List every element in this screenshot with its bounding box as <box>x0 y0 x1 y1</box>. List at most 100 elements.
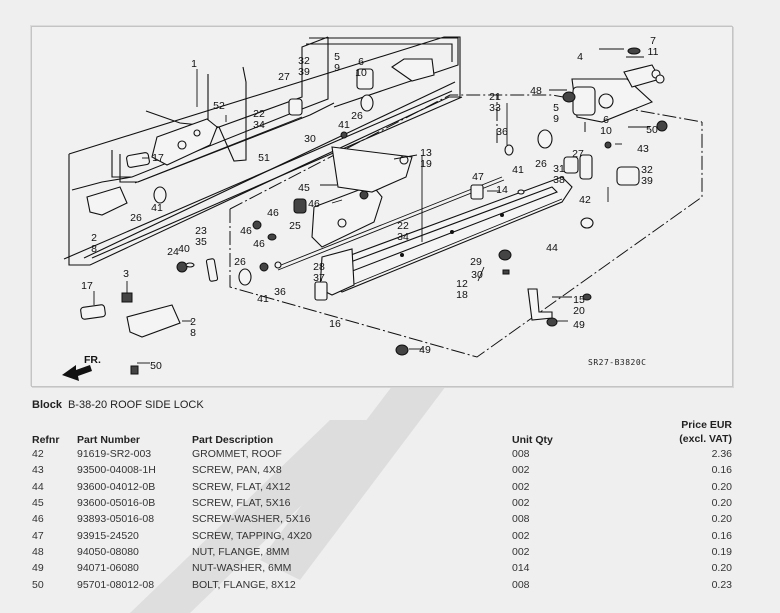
callout-line: 32 <box>641 164 653 176</box>
callout-26-d[interactable]: 26 <box>234 256 246 268</box>
callout-line: 41 <box>338 119 350 131</box>
callout-30-a[interactable]: 30 <box>304 133 316 145</box>
callout-50-b[interactable]: 50 <box>150 360 162 372</box>
callout-line: 39 <box>641 175 653 187</box>
callout-52[interactable]: 52 <box>213 100 225 112</box>
callout-41-b[interactable]: 41 <box>338 119 350 131</box>
callout-3[interactable]: 3 <box>123 268 129 280</box>
callout-line: 37 <box>313 272 325 284</box>
callout-line: 34 <box>397 231 409 243</box>
callout-4[interactable]: 4 <box>577 51 583 63</box>
callout-25[interactable]: 25 <box>289 220 301 232</box>
diagram-code: SR27-B3820C <box>588 358 646 367</box>
callout-36-b[interactable]: 36 <box>274 286 286 298</box>
callout-30-b[interactable]: 30 <box>471 269 483 281</box>
callout-line: 50 <box>646 124 658 136</box>
callout-line: 26 <box>130 212 142 224</box>
callout-50-a[interactable]: 50 <box>646 124 658 136</box>
callout-26-b[interactable]: 26 <box>351 110 363 122</box>
callout-44[interactable]: 44 <box>546 242 558 254</box>
callout-line: 29 <box>470 256 482 268</box>
callout-29[interactable]: 29 <box>470 256 482 268</box>
callout-line: 22 <box>253 108 265 120</box>
callout-14[interactable]: 14 <box>496 184 508 196</box>
cell-price: 0.19 <box>711 545 732 558</box>
callout-line: 36 <box>496 126 508 138</box>
callout-49-a[interactable]: 49 <box>573 319 585 331</box>
callout-line: 5 <box>553 102 559 114</box>
callout-line: 4 <box>577 51 583 63</box>
callout-40[interactable]: 40 <box>178 243 190 255</box>
callout-41-c[interactable]: 41 <box>512 164 524 176</box>
callout-41-a[interactable]: 41 <box>151 202 163 214</box>
callout-line: 27 <box>572 148 584 160</box>
cell-description: SCREW, PAN, 4X8 <box>192 464 282 477</box>
header-price-line2: (excl. VAT) <box>679 433 732 445</box>
callout-26-a[interactable]: 26 <box>130 212 142 224</box>
callout-26-c[interactable]: 26 <box>535 158 547 170</box>
cell-unit-qty: 002 <box>512 497 530 510</box>
cell-description: SCREW, FLAT, 5X16 <box>192 497 291 510</box>
callout-49-b[interactable]: 49 <box>419 344 431 356</box>
callout-line: 46 <box>308 198 320 210</box>
callout-48-a[interactable]: 48 <box>530 85 542 97</box>
callout-47[interactable]: 47 <box>472 171 484 183</box>
callout-43[interactable]: 43 <box>637 143 649 155</box>
callout-24[interactable]: 24 <box>167 246 179 258</box>
callout-51[interactable]: 51 <box>258 152 270 164</box>
callout-36-a[interactable]: 36 <box>496 126 508 138</box>
callout-line: 5 <box>334 51 340 63</box>
callout-line: 31 <box>553 163 565 175</box>
callout-41-d[interactable]: 41 <box>257 293 269 305</box>
callout-1[interactable]: 1 <box>191 58 197 70</box>
callout-line: 26 <box>535 158 547 170</box>
callout-42[interactable]: 42 <box>579 194 591 206</box>
callout-45[interactable]: 45 <box>298 182 310 194</box>
callout-46-d[interactable]: 46 <box>253 238 265 250</box>
callout-46-b[interactable]: 46 <box>267 207 279 219</box>
cell-part-number: 93893-05016-08 <box>77 513 155 526</box>
callout-27-b[interactable]: 27 <box>572 148 584 160</box>
callout-line: 12 <box>456 278 468 290</box>
cell-refnr: 43 <box>32 464 44 477</box>
callout-16[interactable]: 16 <box>329 318 341 330</box>
callout-17-b[interactable]: 17 <box>81 280 93 292</box>
roof-rail <box>319 176 573 296</box>
callout-line: 22 <box>397 220 409 232</box>
callout-46-c[interactable]: 46 <box>240 225 252 237</box>
callout-line: 24 <box>167 246 179 258</box>
callout-46-a[interactable]: 46 <box>308 198 320 210</box>
callout-17-a[interactable]: 17 <box>152 152 164 164</box>
callout-27-a[interactable]: 27 <box>278 71 290 83</box>
callout-line: 9 <box>553 113 559 125</box>
callout-line: 51 <box>258 152 270 164</box>
